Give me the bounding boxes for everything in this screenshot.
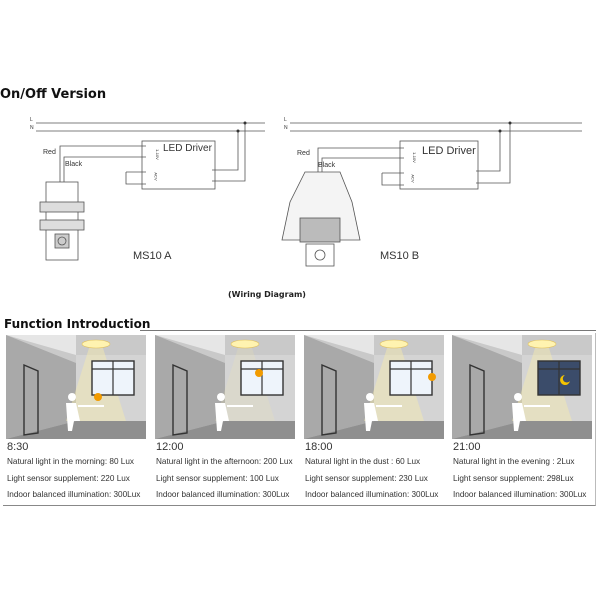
door-icon xyxy=(469,363,485,436)
section-rule xyxy=(140,330,596,331)
label-n: N xyxy=(30,125,34,131)
page-title: On/Off Version xyxy=(0,87,107,102)
person-icon xyxy=(366,393,374,401)
panel-time: 8:30 xyxy=(7,441,29,453)
door-icon xyxy=(23,363,39,436)
led-driver-box-b xyxy=(399,140,479,190)
sun-icon xyxy=(94,393,102,401)
indoor-illumination-text: Indoor balanced illumination: 300Lux xyxy=(156,490,290,499)
panel-time: 18:00 xyxy=(305,441,333,453)
input-label-b: ACV xyxy=(410,174,416,183)
natural-light-text: Natural light in the dust : 60 Lux xyxy=(305,457,421,466)
dim-label-a: 1-10V xyxy=(154,149,160,160)
sensor-supplement-text: Light sensor supplement: 298Lux xyxy=(453,474,574,483)
ceiling-lamp-icon xyxy=(230,339,260,349)
ceiling-lamp-icon xyxy=(379,339,409,349)
scene-panel xyxy=(304,335,444,439)
natural-light-text: Natural light in the evening : 2Lux xyxy=(453,457,575,466)
sensor-supplement-text: Light sensor supplement: 230 Lux xyxy=(305,474,428,483)
sensor-supplement-text: Light sensor supplement: 100 Lux xyxy=(156,474,279,483)
function-box xyxy=(3,333,596,506)
scene-panel xyxy=(155,335,295,439)
moon-icon xyxy=(560,375,570,385)
natural-light-text: Natural light in the morning: 80 Lux xyxy=(7,457,134,466)
door-icon xyxy=(172,363,188,436)
panel-time: 21:00 xyxy=(453,441,481,453)
door-icon xyxy=(321,363,337,436)
ceiling-lamp-icon xyxy=(527,339,557,349)
led-driver-label-a: LED Driver xyxy=(163,143,212,154)
model-label-a: MS10 A xyxy=(133,250,172,262)
ceiling-lamp-icon xyxy=(81,339,111,349)
wire-red-label: Red xyxy=(43,149,56,156)
label-n-b: N xyxy=(284,125,288,131)
label-l-b: L xyxy=(284,117,287,123)
wiring-caption: (Wiring Diagram) xyxy=(228,290,306,299)
section-title: Function Introduction xyxy=(4,317,151,331)
person-icon xyxy=(68,393,76,401)
wire-red-label-b: Red xyxy=(297,150,310,157)
model-label-b: MS10 B xyxy=(380,250,420,262)
natural-light-text: Natural light in the afternoon: 200 Lux xyxy=(156,457,293,466)
person-icon xyxy=(514,393,522,401)
led-driver-label-b: LED Driver xyxy=(422,145,476,157)
indoor-illumination-text: Indoor balanced illumination: 300Lux xyxy=(305,490,439,499)
scene-panel xyxy=(6,335,146,439)
sensor-supplement-text: Light sensor supplement: 220 Lux xyxy=(7,474,130,483)
led-driver-box-a xyxy=(141,140,216,190)
person-icon xyxy=(217,393,225,401)
desk-icon xyxy=(78,405,104,407)
label-l: L xyxy=(30,117,33,123)
wire-black-label-b: Black xyxy=(318,162,336,169)
wire-black-label: Black xyxy=(65,161,83,168)
panel-time: 12:00 xyxy=(156,441,184,453)
wiring-diagram xyxy=(36,121,582,267)
indoor-illumination-text: Indoor balanced illumination: 300Lux xyxy=(453,490,587,499)
desk-icon xyxy=(524,405,550,407)
indoor-illumination-text: Indoor balanced illumination: 300Lux xyxy=(7,490,141,499)
dim-label-b: 1-10V xyxy=(411,152,417,163)
scene-panel xyxy=(452,335,592,439)
sun-icon xyxy=(428,373,436,381)
sun-icon xyxy=(255,369,263,377)
input-label-a: ACV xyxy=(153,172,159,181)
desk-icon xyxy=(376,405,402,407)
desk-icon xyxy=(227,405,253,407)
